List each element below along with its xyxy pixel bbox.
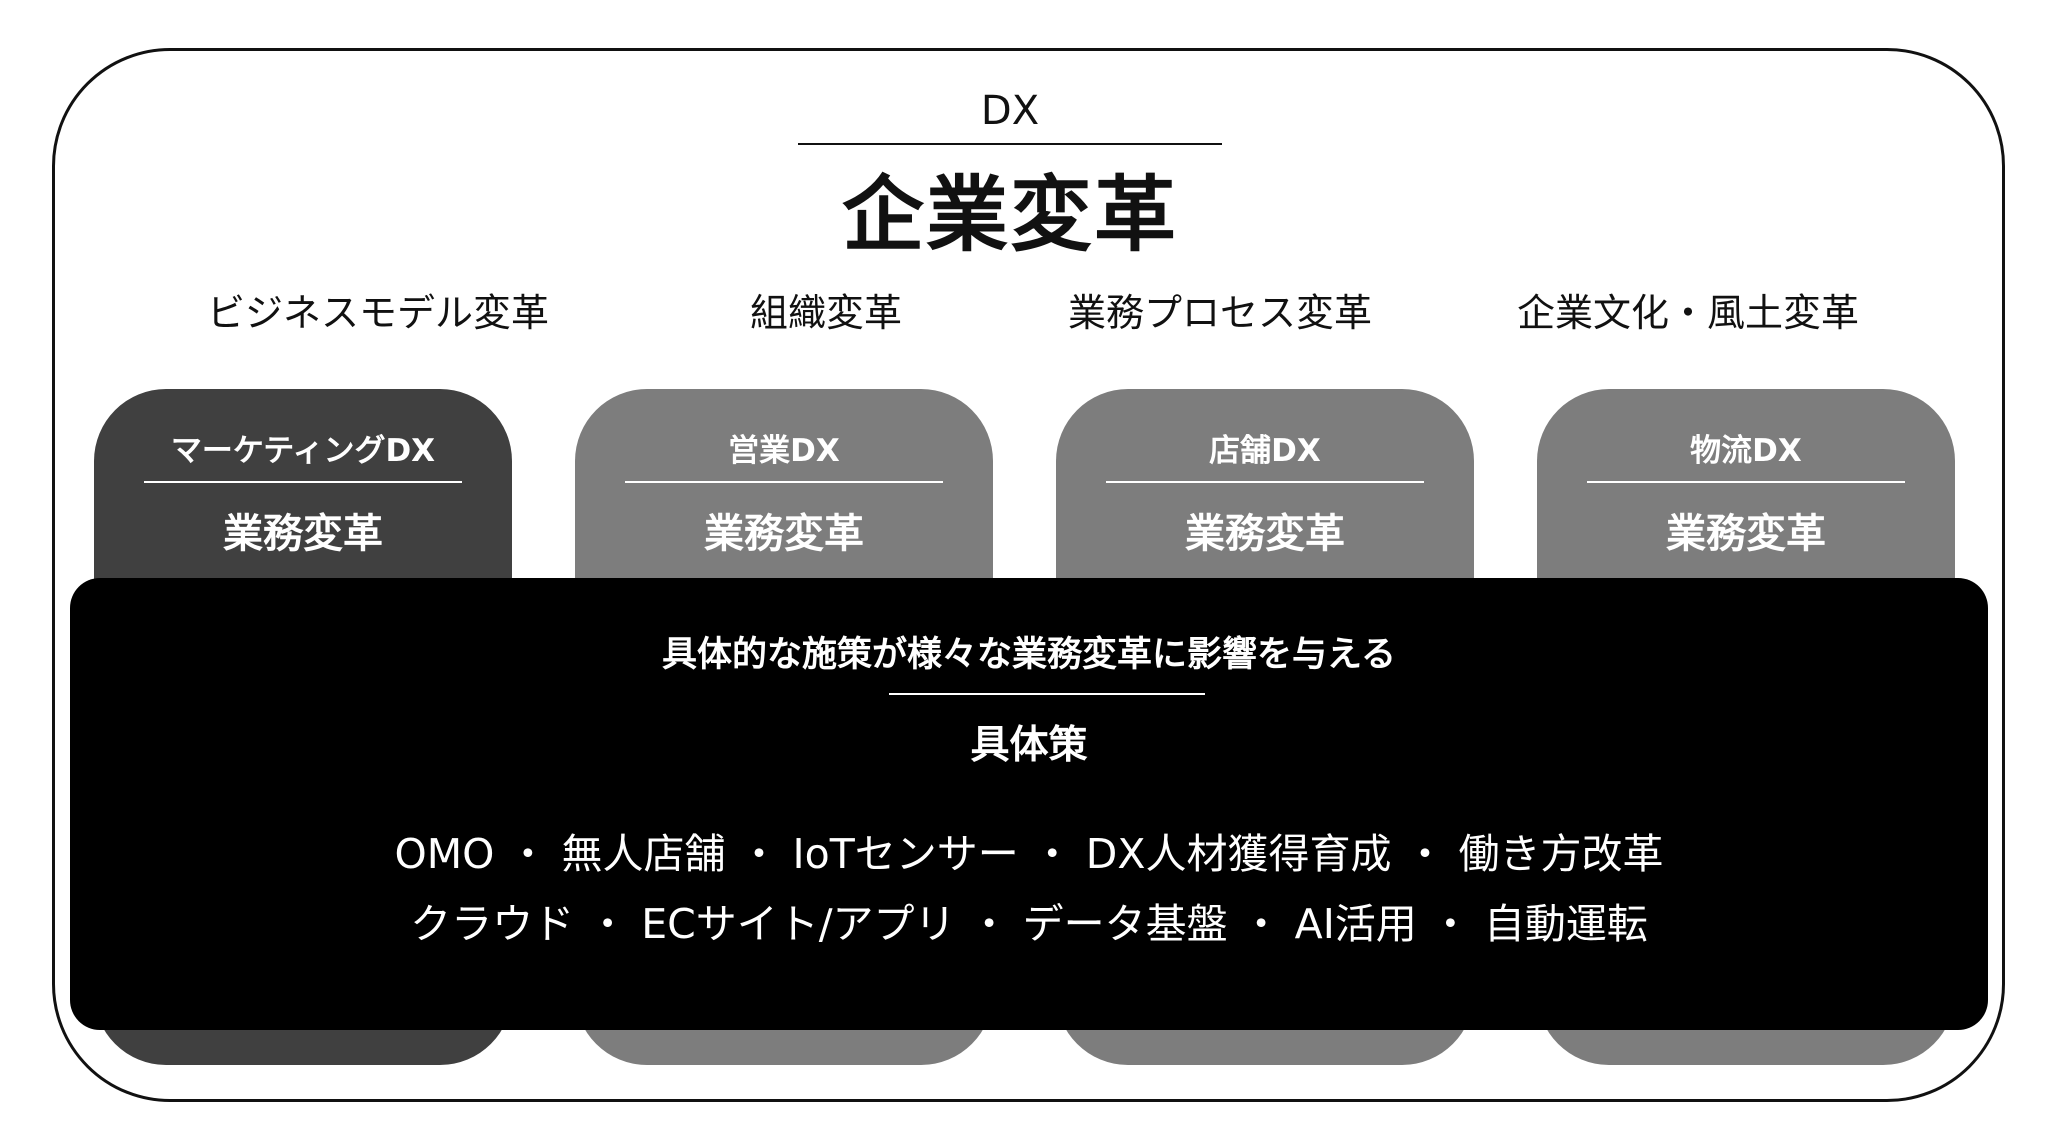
measures-list-line-2: クラウド ・ ECサイト/アプリ ・ データ基盤 ・ AI活用 ・ 自動運転	[410, 900, 1648, 948]
card-subtitle: 業務変革	[704, 511, 864, 557]
card-title: 物流DX	[1690, 433, 1802, 469]
card-divider	[625, 481, 943, 483]
measures-divider	[889, 693, 1205, 695]
card-subtitle: 業務変革	[1666, 511, 1826, 557]
dx-frame	[52, 48, 2005, 1102]
measures-list-line-1: OMO ・ 無人店舗 ・ IoTセンサー ・ DX人材獲得育成 ・ 働き方改革	[394, 830, 1664, 878]
area-organization: 組織変革	[749, 291, 902, 335]
measures-heading: 具体的な施策が様々な業務変革に影響を与える	[662, 635, 1396, 675]
card-title: 店舗DX	[1209, 433, 1321, 469]
card-title: マーケティングDX	[170, 433, 436, 469]
measures-title: 具体策	[970, 723, 1088, 768]
card-divider	[1587, 481, 1905, 483]
page-title: 企業変革	[841, 168, 1178, 263]
title-divider	[798, 143, 1222, 145]
area-business-model: ビジネスモデル変革	[206, 291, 549, 335]
card-subtitle: 業務変革	[1185, 511, 1345, 557]
card-divider	[1106, 481, 1424, 483]
area-business-process: 業務プロセス変革	[1067, 291, 1372, 335]
dx-label: DX	[980, 88, 1040, 134]
card-divider	[144, 481, 462, 483]
concrete-measures-box: 具体的な施策が様々な業務変革に影響を与える 具体策 OMO ・ 無人店舗 ・ I…	[70, 578, 1988, 1030]
area-corporate-culture: 企業文化・風土変革	[1516, 291, 1859, 335]
card-title: 営業DX	[728, 433, 840, 469]
card-subtitle: 業務変革	[223, 511, 383, 557]
